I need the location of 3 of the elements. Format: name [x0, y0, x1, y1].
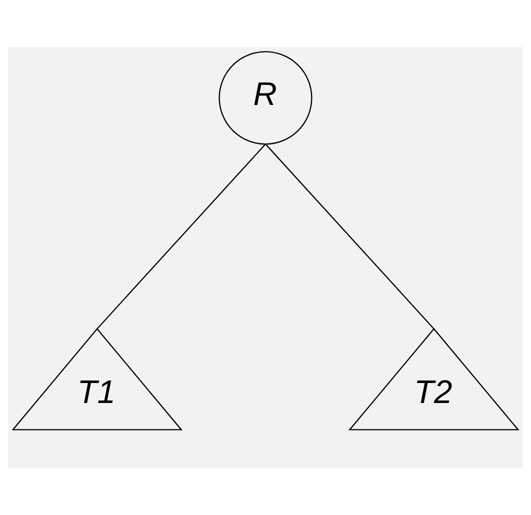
connector: [265, 144, 434, 330]
connector: [96, 144, 266, 330]
node-circle: R: [218, 51, 312, 145]
